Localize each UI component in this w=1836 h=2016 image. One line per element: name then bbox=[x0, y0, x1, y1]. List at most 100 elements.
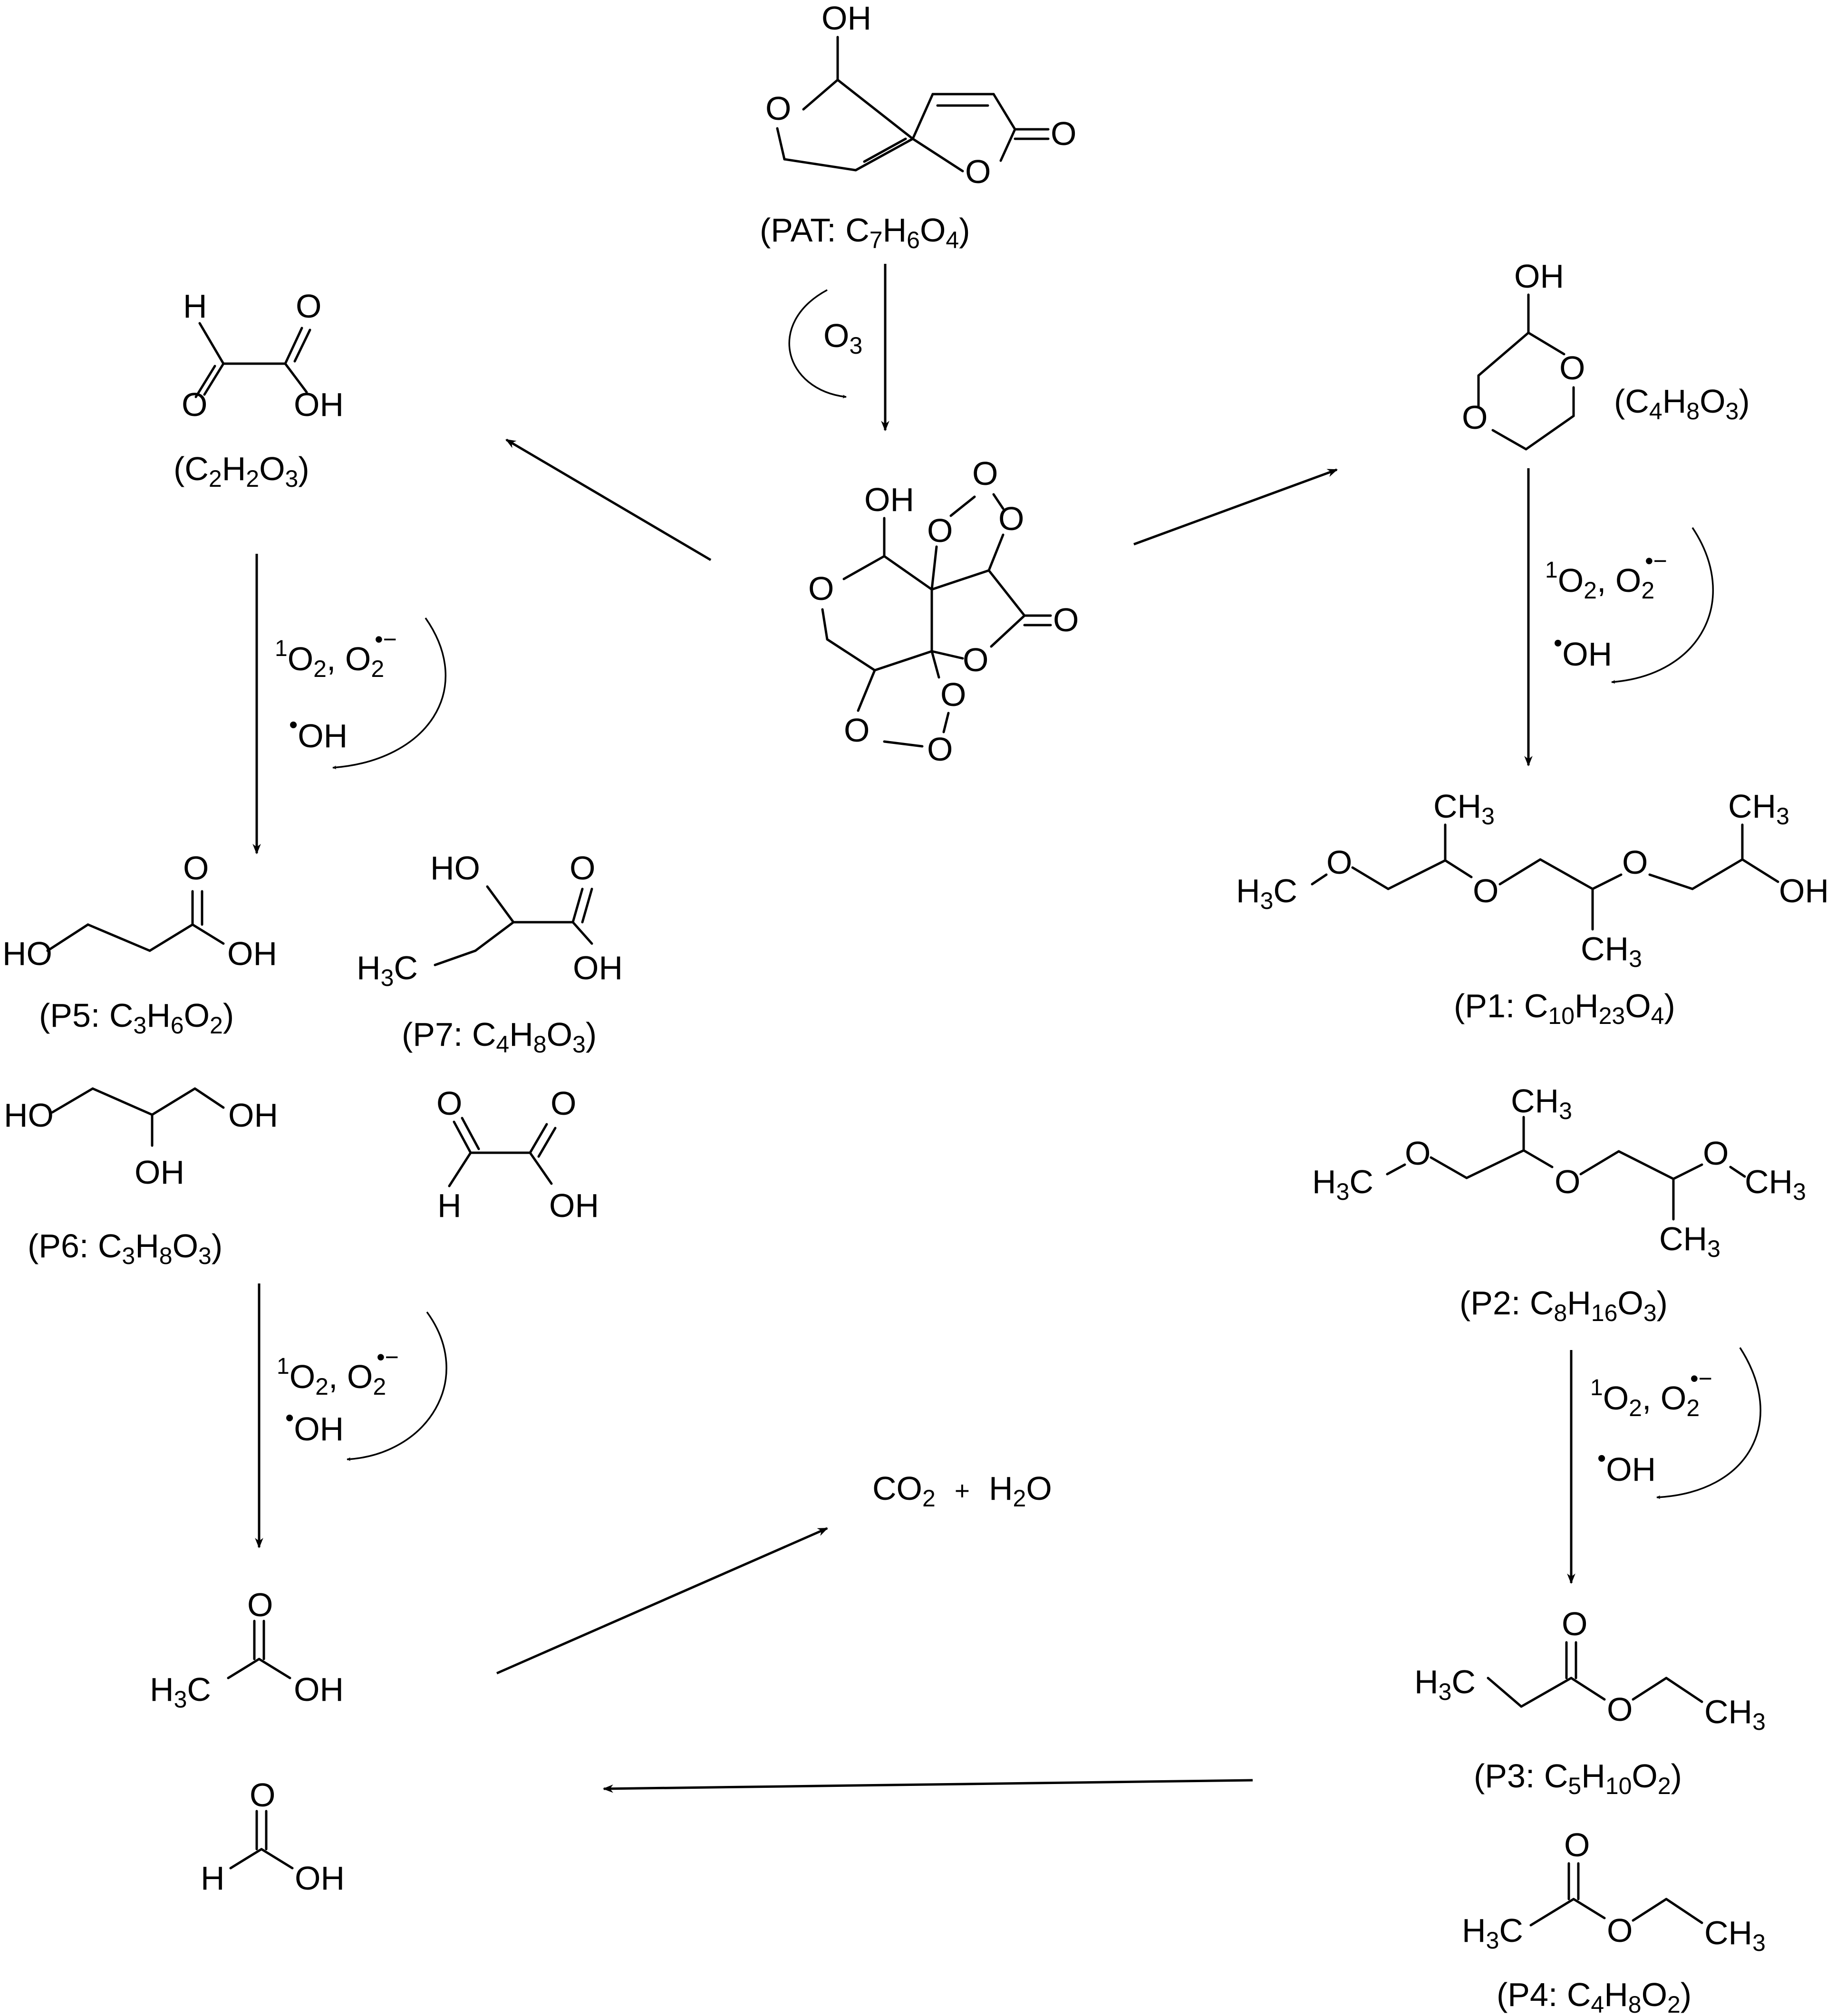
atom-o: O bbox=[998, 500, 1024, 537]
p5-structure: HO O OH bbox=[2, 849, 277, 972]
arrow-to-c4h8o3 bbox=[1133, 468, 1338, 546]
atom-o: O bbox=[1562, 1605, 1587, 1642]
atom-o: O bbox=[1405, 1135, 1430, 1172]
atom-o: O bbox=[765, 90, 791, 127]
curved-reagent-arrow bbox=[332, 617, 446, 770]
atom-o: O bbox=[927, 731, 953, 768]
atom-h3c: H3C bbox=[357, 949, 418, 991]
p7-formula-label: (P7: C4H8O3) bbox=[402, 1016, 597, 1058]
atom-ch3: CH3 bbox=[1728, 788, 1789, 830]
pat-structure: OH O O O bbox=[765, 0, 1076, 190]
atom-o: O bbox=[1607, 1691, 1633, 1728]
atom-oh: OH bbox=[228, 1097, 278, 1134]
atom-ho: HO bbox=[2, 935, 52, 972]
curved-reagent-arrow bbox=[1656, 1347, 1761, 1499]
curved-reagent-arrow bbox=[347, 1311, 447, 1461]
atom-o: O bbox=[1051, 115, 1076, 152]
p3-structure: H3C O O CH3 bbox=[1414, 1605, 1766, 1735]
atom-o: O bbox=[570, 849, 595, 887]
ozonide-intermediate-structure: OH O O O O O O O O O bbox=[808, 455, 1079, 768]
c4h8o3-formula-label: (C4H8O3) bbox=[1614, 383, 1750, 424]
ros-reagent-left-2: 1O2, O2•− •OH bbox=[277, 1344, 399, 1447]
svg-text:1O2, O2•−: 1O2, O2•− bbox=[275, 626, 397, 682]
atom-h: H bbox=[201, 1860, 225, 1897]
svg-text:•OH: •OH bbox=[285, 1404, 344, 1447]
atom-o: O bbox=[940, 676, 966, 713]
p3-formula-label: (P3: C5H10O2) bbox=[1474, 1757, 1682, 1799]
c2h2o3-formula-label: (C2H2O3) bbox=[174, 450, 309, 492]
svg-text:•OH: •OH bbox=[289, 711, 348, 754]
atom-o: O bbox=[250, 1776, 275, 1813]
atom-o: O bbox=[1622, 844, 1648, 881]
atom-oh: OH bbox=[227, 935, 277, 972]
p7-structure: HO O OH H3C bbox=[357, 849, 623, 991]
glyoxylic-acid-structure: H O O OH bbox=[182, 288, 344, 423]
svg-text:1O2, O2•−: 1O2, O2•− bbox=[277, 1344, 399, 1400]
atom-o: O bbox=[965, 153, 991, 190]
atom-oh: OH bbox=[1514, 258, 1564, 295]
atom-o: O bbox=[927, 512, 953, 549]
atom-ch3: CH3 bbox=[1581, 930, 1642, 972]
c4h8o3-structure: OH O O bbox=[1462, 258, 1585, 451]
atom-o: O bbox=[1555, 1163, 1580, 1200]
glyoxylic-acid-structure-2: O H O OH bbox=[436, 1085, 599, 1224]
atom-ch3: CH3 bbox=[1745, 1163, 1806, 1205]
atom-o: O bbox=[963, 641, 988, 678]
atom-ho: HO bbox=[430, 849, 480, 887]
atom-h3c: H3C bbox=[1312, 1163, 1373, 1205]
atom-o: O bbox=[1053, 601, 1079, 638]
atom-ch3: CH3 bbox=[1433, 788, 1495, 830]
acetic-acid-structure: O H3C OH bbox=[150, 1586, 344, 1713]
atom-o: O bbox=[808, 570, 834, 607]
atom-ch3: CH3 bbox=[1704, 1914, 1766, 1956]
atom-o: O bbox=[436, 1085, 462, 1122]
p4-formula-label: (P4: C4H8O2) bbox=[1497, 1976, 1691, 2016]
p6-formula-label: (P6: C3H8O3) bbox=[28, 1227, 222, 1269]
arrow-to-small-acids bbox=[602, 1779, 1253, 1793]
co2-h2o-label: CO2+H2O bbox=[872, 1470, 1052, 1512]
atom-o: O bbox=[972, 455, 998, 492]
ozone-reagent: O3 bbox=[823, 317, 862, 359]
atom-o: O bbox=[1326, 844, 1352, 881]
atom-h3c: H3C bbox=[1236, 872, 1297, 914]
svg-text:1O2, O2•−: 1O2, O2•− bbox=[1590, 1365, 1712, 1421]
curved-reagent-arrow bbox=[1611, 527, 1714, 684]
svg-text:1O2, O2•−: 1O2, O2•− bbox=[1545, 548, 1667, 604]
atom-oh: OH bbox=[1779, 872, 1829, 909]
atom-o: O bbox=[1473, 872, 1498, 909]
ros-reagent-left-1: 1O2, O2•− •OH bbox=[275, 626, 397, 754]
atom-ho: HO bbox=[4, 1097, 54, 1134]
atom-o: O bbox=[1607, 1912, 1633, 1949]
atom-oh: OH bbox=[549, 1187, 599, 1224]
atom-oh: OH bbox=[135, 1154, 184, 1191]
p4-structure: O H3C O CH3 bbox=[1462, 1826, 1766, 1956]
atom-ch3: CH3 bbox=[1511, 1082, 1572, 1124]
p2-formula-label: (P2: C8H16O3) bbox=[1459, 1284, 1668, 1326]
atom-o: O bbox=[1564, 1826, 1590, 1863]
atom-oh: OH bbox=[294, 386, 344, 423]
p5-formula-label: (P5: C3H6O2) bbox=[39, 997, 234, 1039]
svg-text:•OH: •OH bbox=[1597, 1445, 1656, 1488]
p1-structure: H3C O CH3 O CH3 O CH3 OH bbox=[1236, 788, 1829, 972]
atom-o: O bbox=[1703, 1135, 1729, 1172]
curved-reagent-arrow bbox=[788, 289, 847, 399]
pat-formula-label: (PAT: C7H6O4) bbox=[760, 212, 970, 253]
atom-ch3: CH3 bbox=[1704, 1693, 1766, 1735]
atom-oh: OH bbox=[295, 1860, 345, 1897]
arrow-to-glyoxylic-acid bbox=[505, 438, 712, 561]
atom-oh: OH bbox=[294, 1671, 344, 1708]
atom-h3c: H3C bbox=[1462, 1912, 1523, 1954]
atom-h3c: H3C bbox=[1414, 1663, 1476, 1705]
atom-o: O bbox=[551, 1085, 576, 1122]
atom-oh: OH bbox=[573, 949, 623, 986]
p2-structure: H3C O CH3 O CH3 O CH3 bbox=[1312, 1082, 1806, 1262]
atom-oh: OH bbox=[864, 481, 914, 518]
atom-o: O bbox=[182, 386, 207, 423]
atom-o: O bbox=[844, 712, 870, 749]
atom-o: O bbox=[1559, 349, 1585, 386]
atom-o: O bbox=[296, 288, 321, 325]
p6-structure: HO OH OH bbox=[4, 1087, 278, 1191]
ros-reagent-right-1: 1O2, O2•− •OH bbox=[1545, 548, 1667, 673]
atom-ch3: CH3 bbox=[1659, 1220, 1720, 1262]
